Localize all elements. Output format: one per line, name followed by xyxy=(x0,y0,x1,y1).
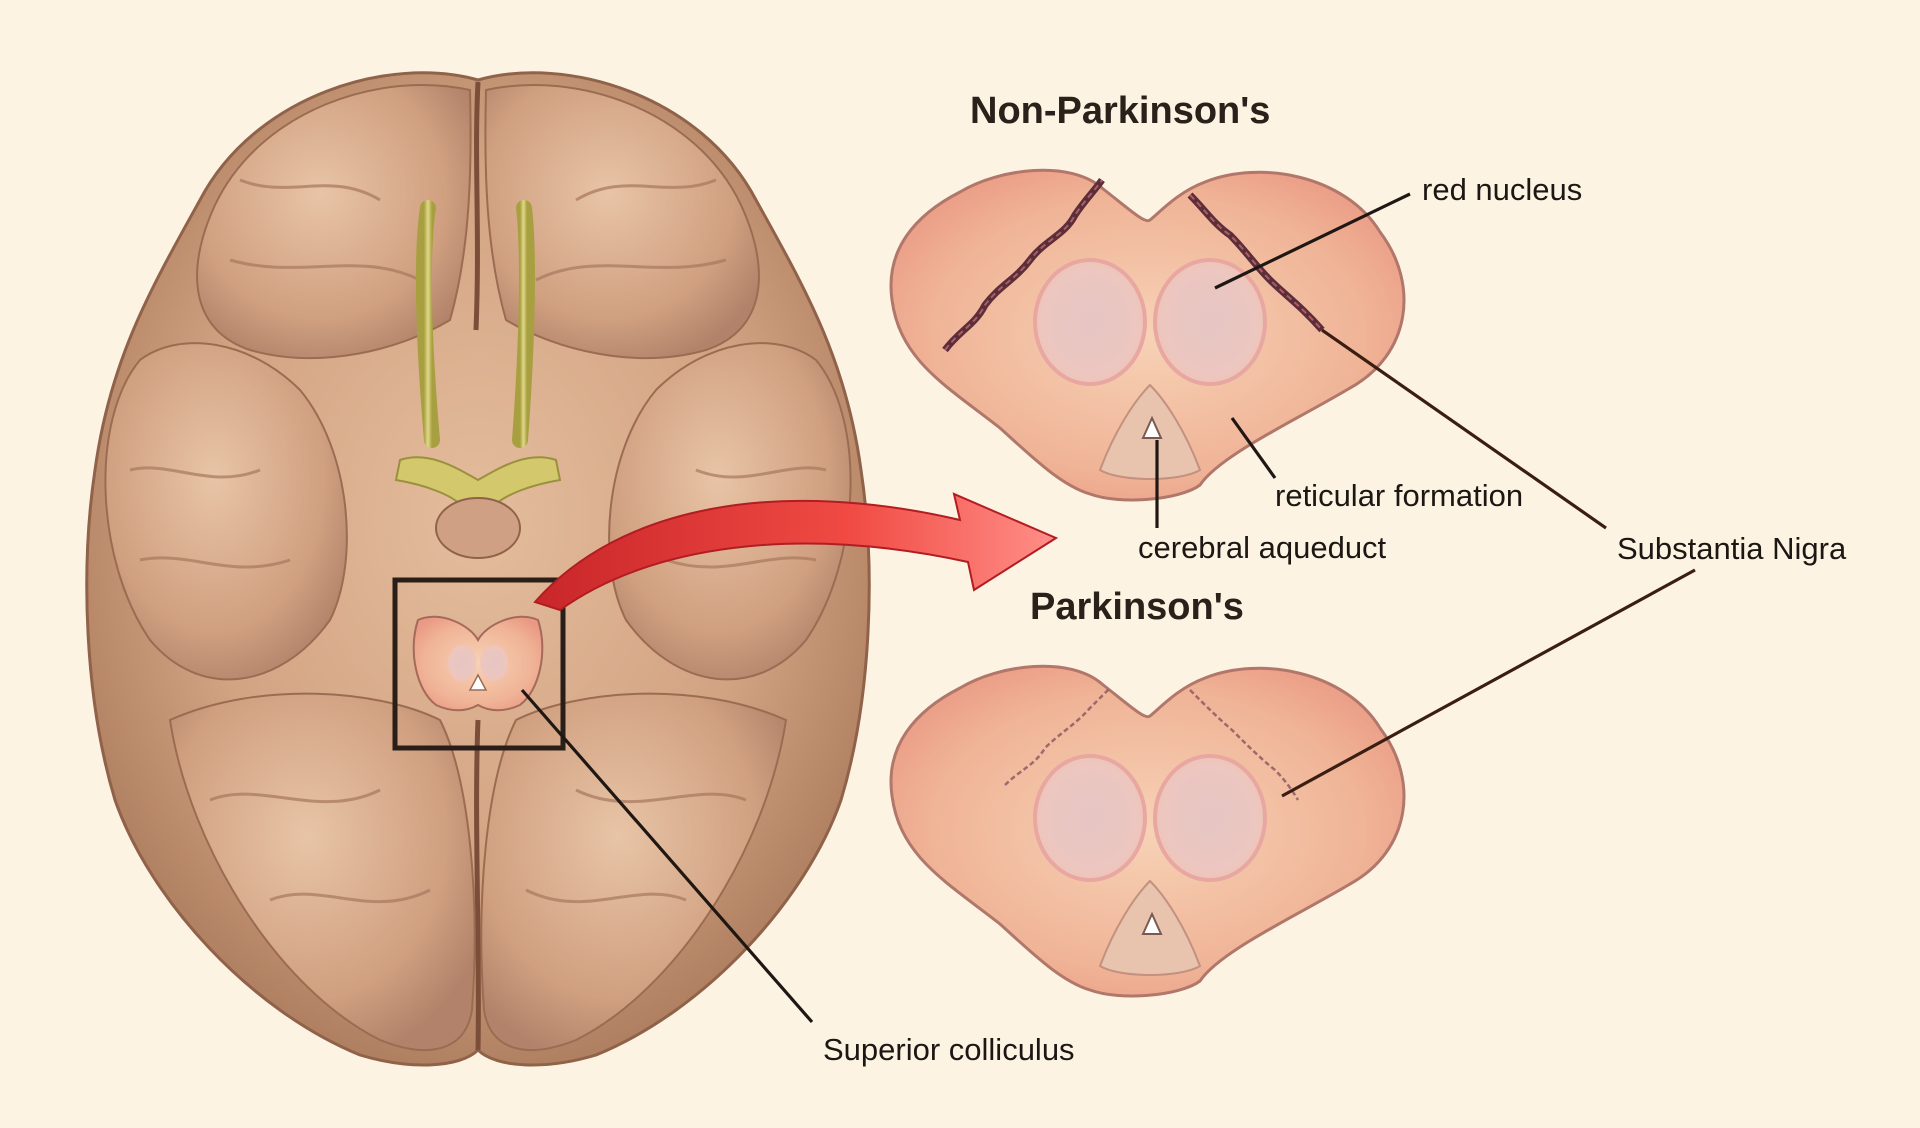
midbrain-inset xyxy=(412,615,544,712)
red-nucleus-leader xyxy=(1214,192,1411,290)
substantia-nigra-right-parkinsons xyxy=(1189,689,1300,801)
olfactory-nerve-left xyxy=(415,200,440,448)
label-substantia-nigra: Substantia Nigra xyxy=(1617,531,1847,566)
gyri-folds xyxy=(129,178,827,904)
label-reticular-formation: reticular formation xyxy=(1275,478,1523,513)
label-cerebral-aqueduct: cerebral aqueduct xyxy=(1138,530,1387,565)
occipital-lobe-right xyxy=(480,692,788,1051)
midbrain-outline-parkinsons xyxy=(889,664,1406,998)
reticular-formation-leader xyxy=(1230,417,1277,479)
temporal-lobe-left xyxy=(104,342,348,681)
substantia-nigra-left-parkinsons xyxy=(1004,687,1111,786)
selection-box xyxy=(392,577,566,751)
label-red-nucleus: red nucleus xyxy=(1422,172,1582,207)
cerebral-aqueduct-normal xyxy=(1141,415,1163,439)
longitudinal-fissure xyxy=(473,81,481,1051)
cerebral-aqueduct-parkinsons xyxy=(1141,911,1163,935)
red-nucleus-left-parkinsons xyxy=(1033,754,1147,882)
zoom-arrow xyxy=(533,492,1059,612)
superior-colliculus-leader xyxy=(520,688,814,1024)
heading-parkinsons: Parkinson's xyxy=(1030,586,1244,628)
substantia-nigra-leader-normal xyxy=(1321,328,1607,530)
occipital-lobe-left xyxy=(168,692,476,1051)
red-nucleus-left-normal xyxy=(1033,258,1147,386)
red-nucleus-right-normal xyxy=(1153,258,1267,386)
red-nucleus-right-parkinsons xyxy=(1153,754,1267,882)
midbrain-section-parkinsons xyxy=(889,664,1406,998)
label-superior-colliculus: Superior colliculus xyxy=(823,1032,1075,1067)
pituitary-stalk xyxy=(435,497,521,559)
frontal-lobe-left xyxy=(196,83,472,360)
heading-non-parkinsons: Non-Parkinson's xyxy=(970,90,1270,132)
substantia-nigra-leader-parkinsons xyxy=(1281,568,1696,798)
optic-chiasm xyxy=(394,456,562,506)
frontal-lobe-right xyxy=(484,83,760,360)
brain-inferior-view xyxy=(85,71,871,1067)
midbrain-outline-normal xyxy=(889,168,1406,502)
olfactory-nerve-right xyxy=(512,200,535,448)
leader-lines xyxy=(520,192,1696,1024)
midbrain-section-normal xyxy=(889,168,1406,502)
